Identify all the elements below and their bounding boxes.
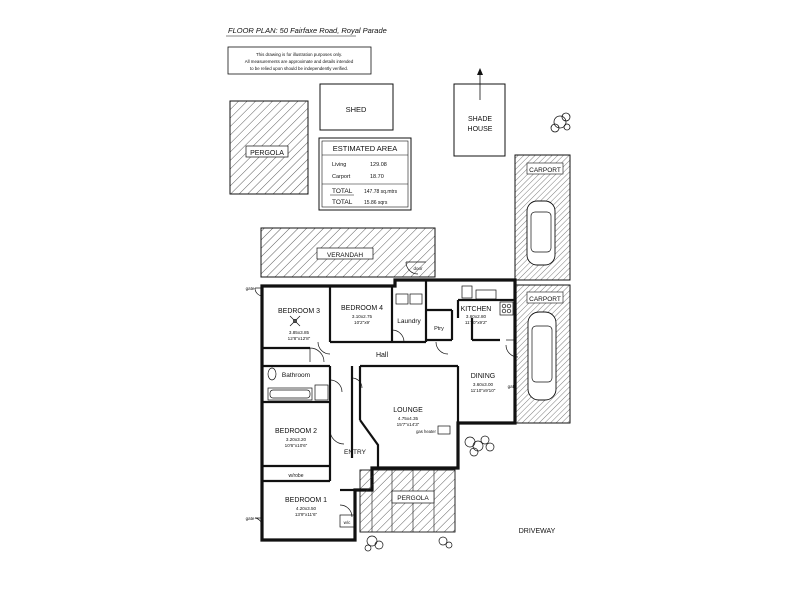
area-total-1-value: 147.78 sq.mtrs	[364, 189, 398, 195]
dining-name: DINING	[471, 373, 496, 380]
hall-label: Hall	[376, 352, 389, 359]
pergola-bottom-label: PERGOLA	[397, 495, 429, 502]
disclaimer-line-3: to be relied upon should be independentl…	[250, 66, 348, 71]
pergola-top-label: PERGOLA	[250, 150, 284, 157]
bedroom1-metric: 4.20x3.50	[296, 506, 317, 511]
estimated-area-heading: ESTIMATED AREA	[333, 144, 397, 153]
shade-house-label-2: HOUSE	[468, 126, 493, 133]
area-total-1-label: TOTAL	[332, 188, 353, 195]
area-row-carport-value: 18.70	[370, 174, 384, 180]
gate-label-1: gate	[246, 286, 255, 291]
laundry-label: Laundry	[397, 318, 421, 325]
area-total-2-value: 15.86 sqrs	[364, 200, 388, 206]
tree-symbol-top	[550, 112, 571, 133]
car-icon-top	[526, 200, 556, 266]
shade-house: SHADE HOUSE	[453, 68, 506, 157]
carport-bottom-label: CARPORT	[529, 296, 561, 303]
kitchen-imperial: 11'10"x9'2"	[465, 320, 488, 325]
bedroom2-name: BEDROOM 2	[275, 428, 317, 435]
shrub-symbols	[364, 435, 495, 552]
area-row-living-value: 129.08	[370, 162, 387, 168]
gate-symbols	[254, 261, 515, 527]
bedroom3-name: BEDROOM 3	[278, 308, 320, 315]
verandah-label: VERANDAH	[327, 252, 363, 259]
wic-label: w/c	[344, 520, 352, 525]
bathroom-label: Bathroom	[282, 372, 310, 379]
shade-house-label-1: SHADE	[468, 116, 492, 123]
entry-label: ENTRY	[344, 449, 367, 456]
area-row-living-label: Living	[332, 162, 346, 168]
verandah: VERANDAH	[260, 227, 436, 278]
interior-walls	[262, 280, 515, 492]
bedroom1-name: BEDROOM 1	[285, 497, 327, 504]
lounge-imperial: 15'7"x14'3"	[397, 422, 420, 427]
carport-bottom: CARPORT	[514, 284, 571, 424]
car-icon-bottom	[527, 311, 557, 401]
room-labels: BEDROOM 3 3.85x3.85 12'8"x12'8" BEDROOM …	[246, 266, 556, 535]
fixtures	[267, 285, 514, 528]
disclaimer-box: This drawing is for illustration purpose…	[227, 46, 372, 75]
lounge-metric: 4.75x4.35	[398, 416, 419, 421]
lounge-name: LOUNGE	[393, 407, 423, 414]
bedroom2-imperial: 10'6"x10'6"	[285, 443, 308, 448]
area-total-2-label: TOTAL	[332, 199, 353, 206]
shed: SHED	[319, 83, 394, 131]
bedroom4-imperial: 10'2"x9'	[354, 320, 370, 325]
shed-label: SHED	[346, 105, 367, 114]
wrobe-label: w/robe	[288, 473, 303, 479]
bedroom4-name: BEDROOM 4	[341, 305, 383, 312]
gas-heater-label: gas heater	[416, 429, 436, 434]
estimated-area-box: ESTIMATED AREA Living 129.08 Carport 18.…	[318, 137, 412, 211]
dining-imperial: 11'10"x9'10"	[471, 388, 496, 393]
carport-top: CARPORT	[514, 154, 571, 281]
pergola-top: PERGOLA	[229, 100, 309, 195]
kitchen-name: KITCHEN	[461, 306, 492, 313]
plan-title: FLOOR PLAN: 50 Fairfaxe Road, Royal Para…	[228, 26, 387, 35]
kitchen-metric: 3.60x2.80	[466, 314, 487, 319]
bedroom3-metric: 3.85x3.85	[289, 330, 310, 335]
bedroom1-imperial: 13'9"x11'6"	[295, 512, 318, 517]
gate-label-2: gate	[246, 516, 255, 521]
door-swings	[309, 329, 519, 518]
disclaimer-line-2: All measurements are approximate and det…	[245, 59, 354, 64]
disclaimer-line-1: This drawing is for illustration purpose…	[256, 52, 342, 57]
door-label: door	[413, 266, 423, 271]
carport-top-label: CARPORT	[529, 167, 561, 174]
house-outline	[260, 278, 517, 542]
gate-label-3: gate	[508, 384, 517, 389]
bedroom3-imperial: 12'8"x12'8"	[288, 336, 311, 341]
pantry-label: Ptry	[434, 326, 444, 332]
pergola-bottom: PERGOLA	[359, 469, 456, 533]
dining-metric: 3.60x3.00	[473, 382, 494, 387]
bedroom2-metric: 3.20x3.20	[286, 437, 307, 442]
area-row-carport-label: Carport	[332, 174, 351, 180]
driveway-label: DRIVEWAY	[519, 528, 556, 535]
bedroom4-metric: 3.10x2.75	[352, 314, 373, 319]
